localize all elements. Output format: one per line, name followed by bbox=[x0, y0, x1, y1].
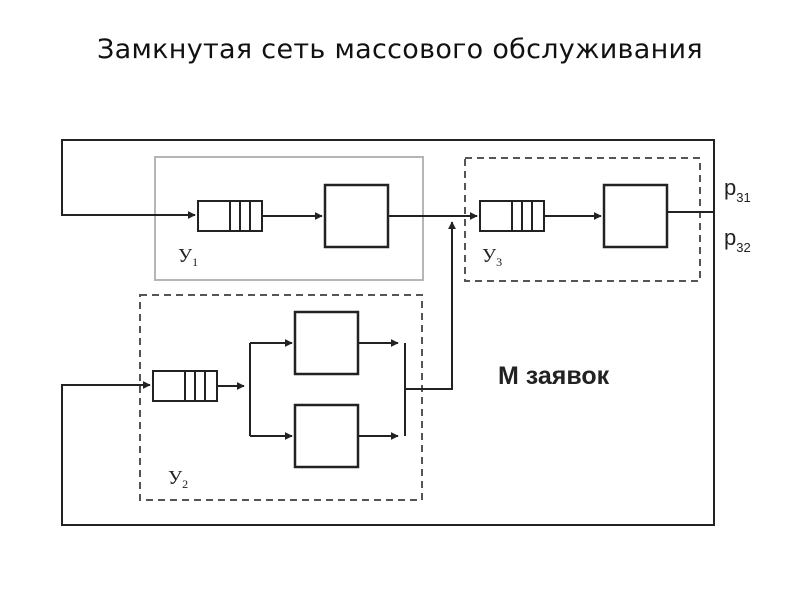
u2-server-b bbox=[293, 403, 360, 469]
u2-boundary bbox=[139, 294, 423, 501]
u1-boundary bbox=[154, 156, 424, 281]
u3-boundary bbox=[464, 157, 701, 282]
p31-label: p31 bbox=[724, 175, 751, 205]
u2-to-u3-line bbox=[405, 221, 456, 390]
top-loop-line bbox=[61, 139, 715, 219]
u1-queue bbox=[197, 200, 263, 232]
u3-label: У3 bbox=[482, 245, 502, 269]
page-title: Замкнутая сеть массового обслуживания bbox=[97, 34, 703, 65]
p32-label: p32 bbox=[724, 225, 751, 255]
feedback-loop-line bbox=[61, 211, 715, 526]
requests-label: М заявок bbox=[498, 362, 610, 390]
u3-server bbox=[602, 183, 669, 249]
u1-label: У1 bbox=[178, 245, 198, 269]
u2-queue bbox=[152, 370, 218, 402]
u1-server bbox=[323, 183, 390, 249]
u2-server-a bbox=[293, 310, 360, 376]
u3-queue bbox=[479, 200, 545, 232]
u2-label: У2 bbox=[168, 467, 188, 491]
